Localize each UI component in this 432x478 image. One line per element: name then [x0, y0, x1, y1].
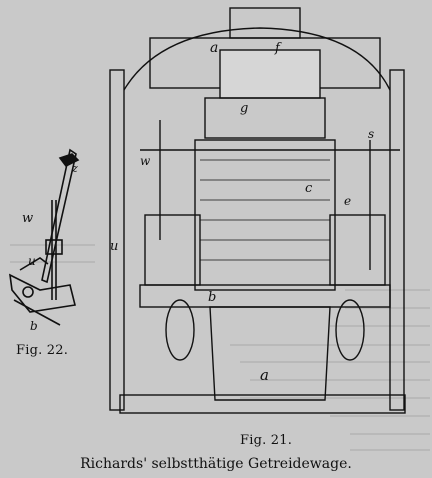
page-title: Richards' selbstthätige Getreidewage. — [80, 456, 352, 472]
label-g: g — [240, 101, 248, 116]
label-w: w — [140, 154, 151, 168]
label-s: s — [368, 127, 374, 141]
label-a-top: a — [210, 40, 218, 56]
label-u-fig22: u — [28, 254, 36, 268]
label-a-bottom: a — [260, 366, 269, 384]
label-u: u — [110, 239, 118, 254]
label-z-fig22: z — [71, 162, 78, 175]
label-b-fig22: b — [30, 319, 38, 333]
figure-22-drawing: w u z b — [9, 148, 80, 333]
label-f: f — [274, 41, 282, 56]
label-e: e — [344, 194, 351, 208]
figure-21-drawing: a f g c s e w u b a — [109, 7, 406, 414]
figure-21-caption: Fig. 21. — [240, 433, 293, 448]
label-w-fig22: w — [22, 211, 33, 226]
figure-22-caption: Fig. 22. — [16, 343, 69, 358]
label-b: b — [208, 290, 216, 305]
label-c: c — [305, 181, 313, 196]
